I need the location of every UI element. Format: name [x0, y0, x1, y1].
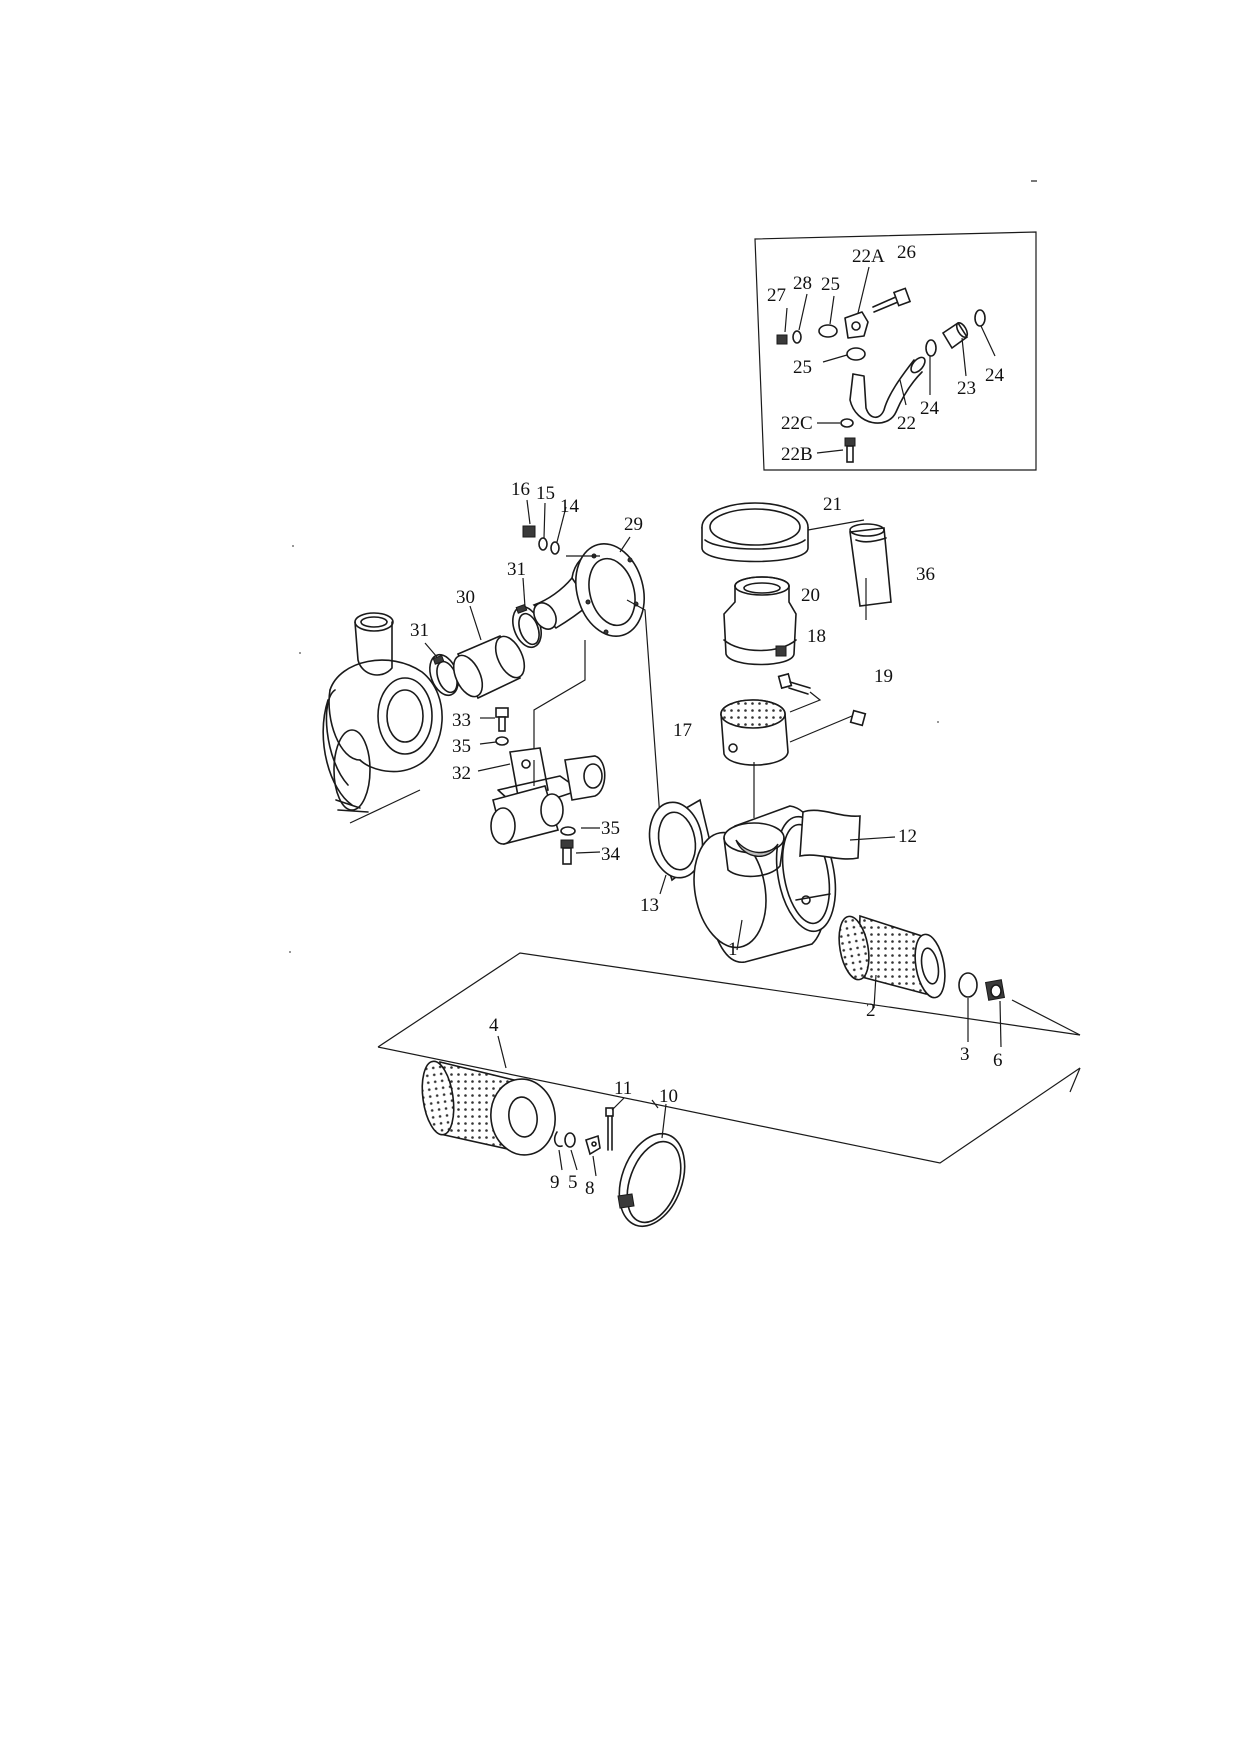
label-32: 32	[452, 763, 471, 784]
label-3: 3	[960, 1044, 970, 1065]
label-21: 21	[823, 494, 842, 515]
washer-14-icon	[550, 541, 560, 555]
label-15: 15	[536, 483, 555, 504]
bolt-34-icon	[560, 839, 574, 865]
clamp-band-10-icon	[617, 1099, 686, 1228]
label-22a: 22A	[852, 246, 885, 267]
sleeve-36-icon	[807, 519, 892, 620]
washer-22c-icon	[840, 418, 854, 428]
bracket-32-icon	[490, 747, 606, 845]
hose-23-icon	[941, 321, 969, 350]
bolt-26-icon	[872, 287, 912, 313]
gasket-25-icon	[818, 324, 838, 338]
label-5: 5	[568, 1172, 578, 1193]
label-16: 16	[511, 479, 530, 500]
nut-27-icon	[776, 334, 788, 345]
label-31-left: 31	[410, 620, 429, 641]
element-2-icon	[838, 914, 946, 1009]
gasket-25b-icon	[846, 347, 866, 361]
main-assembly: 16 15 14 29 21 36 31 30 31 20 18 19 17 3…	[322, 479, 1081, 1093]
scan-specks	[289, 180, 1037, 953]
mesh-cup-17-icon	[720, 699, 789, 818]
bolt-11-icon	[605, 1097, 625, 1151]
washer-5-icon	[564, 1132, 576, 1148]
label-9: 9	[550, 1172, 560, 1193]
nut-16-icon	[522, 525, 536, 538]
washer-15-icon	[538, 537, 548, 551]
label-19: 19	[874, 666, 893, 687]
label-30: 30	[456, 587, 475, 608]
label-35-top: 35	[452, 736, 471, 757]
label-10: 10	[659, 1086, 678, 1107]
nut-6-icon	[984, 979, 1006, 1001]
nut-19-icon	[849, 709, 867, 727]
label-23: 23	[957, 378, 976, 399]
element-4-icon	[421, 1035, 556, 1156]
label-33: 33	[452, 710, 471, 731]
label-20: 20	[801, 585, 820, 606]
label-2: 2	[866, 1000, 876, 1021]
label-17: 17	[673, 720, 692, 741]
inset-detail-box: 27 28 25 22A 26 25 22 24 23 24 22C 22B	[754, 231, 1037, 471]
bolt-18-icon	[777, 672, 811, 695]
label-24: 24	[920, 398, 940, 419]
washer-35-bottom-icon	[560, 826, 576, 836]
label-34: 34	[601, 844, 621, 865]
cap-21-icon	[701, 502, 809, 563]
label-22c: 22C	[781, 413, 813, 434]
label-27: 27	[767, 285, 786, 306]
clamp-24-icon	[925, 339, 937, 357]
detail-panel: 4 11 10 9 5 8	[377, 952, 1081, 1228]
cone-20-icon	[723, 576, 797, 666]
pipe-22-icon	[849, 356, 926, 424]
label-12: 12	[898, 826, 917, 847]
bolt-33-icon	[495, 707, 509, 732]
label-22b: 22B	[781, 444, 813, 465]
nut-8-icon	[585, 1134, 601, 1156]
fitting-22a-icon	[844, 311, 869, 339]
label-25b: 25	[793, 357, 812, 378]
label-24b: 24	[985, 365, 1005, 386]
label-22: 22	[897, 413, 916, 434]
turbocharger-icon	[322, 612, 443, 824]
label-1: 1	[728, 939, 738, 960]
label-26: 26	[897, 242, 916, 263]
hose-30-icon	[452, 634, 526, 700]
label-6: 6	[993, 1050, 1003, 1071]
label-18: 18	[807, 626, 826, 647]
clamp-24b-icon	[974, 309, 986, 327]
label-29: 29	[624, 514, 643, 535]
label-31-right: 31	[507, 559, 526, 580]
label-35-bottom: 35	[601, 818, 620, 839]
washer-35-top-icon	[495, 736, 509, 746]
washer-3-icon	[958, 972, 978, 998]
bolt-22b-icon	[844, 437, 856, 463]
label-4: 4	[489, 1015, 499, 1036]
washer-28-icon	[792, 330, 802, 344]
label-13: 13	[640, 895, 659, 916]
label-8: 8	[585, 1178, 595, 1199]
pin-9-icon	[554, 1131, 563, 1148]
label-11: 11	[614, 1078, 632, 1099]
plate-12-icon	[799, 809, 896, 860]
label-25: 25	[821, 274, 840, 295]
label-28: 28	[793, 273, 812, 294]
label-36: 36	[916, 564, 935, 585]
clamp-31-left-icon	[429, 653, 459, 697]
elbow-29-icon	[532, 543, 645, 637]
label-14: 14	[560, 496, 580, 517]
